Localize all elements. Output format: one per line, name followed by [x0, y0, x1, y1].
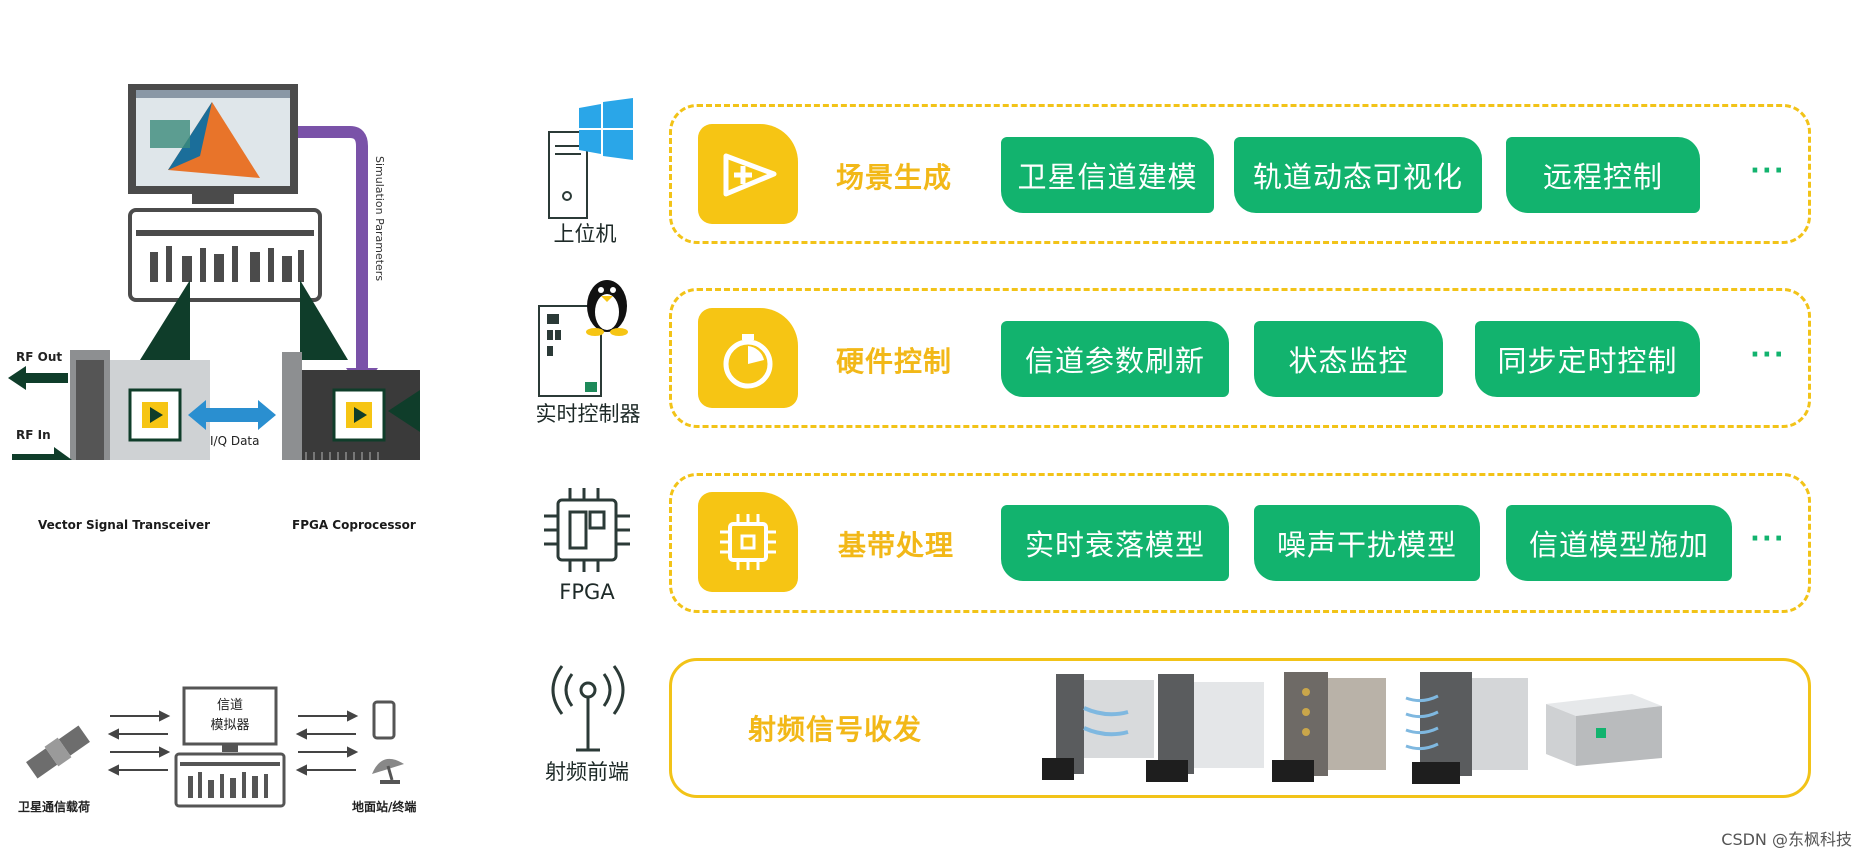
chip-channel-model-apply: 信道模型施加 — [1506, 505, 1732, 581]
tile-host-pc — [698, 124, 798, 224]
iq-data-label: I/Q Data — [210, 434, 260, 448]
fpga-chip-icon — [544, 488, 630, 572]
rf-hardware-images — [1042, 672, 1662, 784]
more-indicator: ··· — [1750, 524, 1786, 554]
watermark: CSDN @东枫科技 — [1721, 830, 1852, 849]
windows-server-icon — [548, 98, 633, 219]
rf-in-label: RF In — [16, 428, 51, 442]
ground-station-caption: 地面站/终端 — [352, 800, 417, 814]
vst-caption: Vector Signal Transceiver — [38, 518, 211, 532]
system-diagram-graphic — [8, 84, 420, 460]
channel-simulator-diagram: 信道 模拟器 卫星通信载荷 地面站/终端 — [0, 680, 440, 830]
chip-orbit-visualization: 轨道动态可视化 — [1234, 137, 1482, 213]
play-plus-icon — [723, 153, 777, 197]
category-scene-generation: 场景生成 — [836, 161, 953, 194]
chip-status-monitoring: 状态监控 — [1254, 321, 1443, 397]
row-box-host-pc — [669, 104, 1811, 244]
category-rf-transceive: 射频信号收发 — [748, 713, 923, 746]
chip-noise-interference-model: 噪声干扰模型 — [1254, 505, 1480, 581]
chip-channel-param-refresh: 信道参数刷新 — [1001, 321, 1229, 397]
more-indicator: ··· — [1750, 156, 1786, 186]
satellite-payload-caption: 卫星通信载荷 — [18, 800, 91, 814]
chip-realtime-fading-model: 实时衰落模型 — [1001, 505, 1229, 581]
category-hardware-control: 硬件控制 — [836, 345, 953, 378]
row-label-realtime-controller: 实时控制器 — [535, 402, 641, 426]
chip-satellite-channel-modeling: 卫星信道建模 — [1001, 137, 1214, 213]
linux-controller-icon — [538, 280, 628, 397]
stopwatch-icon — [723, 334, 773, 389]
channel-simulator-graphic — [26, 686, 404, 808]
row-box-realtime-controller — [669, 288, 1811, 428]
left-diagram: Simulation Parameters RF Out RF In I/Q D… — [0, 60, 420, 532]
rf-out-label: RF Out — [16, 350, 63, 364]
antenna-icon — [551, 665, 625, 752]
simulator-line1: 信道 — [216, 698, 243, 713]
simulator-line2: 模拟器 — [210, 718, 250, 733]
row-label-host-pc: 上位机 — [553, 222, 617, 246]
simulation-parameters-label: Simulation Parameters — [373, 156, 386, 282]
more-indicator: ··· — [1750, 340, 1786, 370]
tile-fpga — [698, 492, 798, 592]
row-box-rf-frontend — [669, 658, 1811, 798]
row-label-fpga: FPGA — [559, 580, 615, 604]
fpga-coprocessor-caption: FPGA Coprocessor — [292, 518, 416, 532]
chip-remote-control: 远程控制 — [1506, 137, 1700, 213]
tile-realtime-controller — [698, 308, 798, 408]
chip-icon — [720, 514, 776, 570]
chip-sync-timing-control: 同步定时控制 — [1475, 321, 1700, 397]
row-box-fpga — [669, 473, 1811, 613]
category-baseband-processing: 基带处理 — [838, 529, 955, 562]
row-label-rf-frontend: 射频前端 — [545, 760, 629, 784]
